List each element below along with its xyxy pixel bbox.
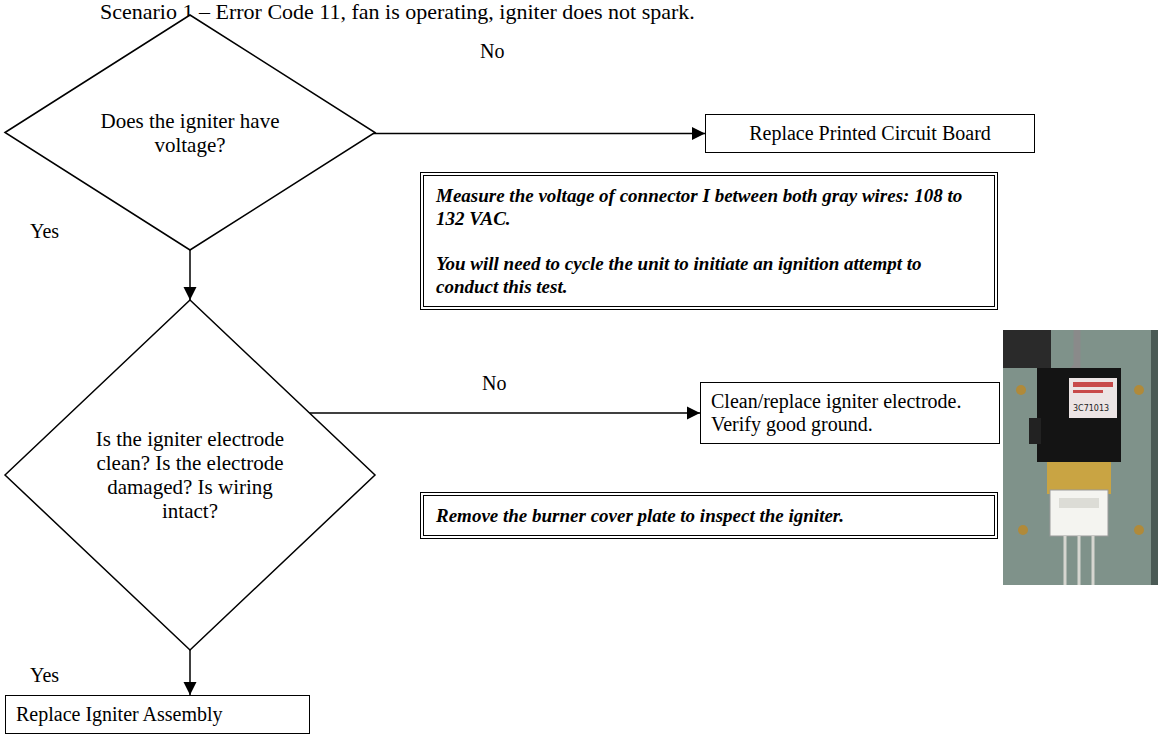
note-box: Measure the voltage of connector I betwe… [420,172,998,310]
process-box: Replace Igniter Assembly [5,695,310,734]
node-text: Clean/replace igniter electrode. Verify … [711,390,989,436]
edge-label: Yes [28,664,61,686]
node-text: Replace Igniter Assembly [16,703,299,726]
flow-arrow [373,133,705,135]
flow-arrow [189,250,191,300]
edge-label: Yes [28,220,61,242]
node-text: Does the igniter have voltage? [88,109,292,157]
node-text: Measure the voltage of connector I betwe… [436,184,982,230]
diamond-text: Does the igniter have voltage? [88,109,292,157]
process-box: Clean/replace igniter electrode. Verify … [700,382,1000,444]
node-text: Is the igniter electrode clean? Is the e… [88,427,292,523]
edge-label: No [480,372,508,394]
igniter-photo [1003,330,1158,585]
node-text: You will need to cycle the unit to initi… [436,252,982,298]
decision-diamond: Does the igniter have voltage? [5,15,375,250]
node-text: Remove the burner cover plate to inspect… [436,504,982,527]
diamond-text: Is the igniter electrode clean? Is the e… [88,427,292,523]
edge-label: No [478,40,506,62]
note-box: Remove the burner cover plate to inspect… [420,492,998,539]
node-text: Replace Printed Circuit Board [716,122,1024,145]
process-box: Replace Printed Circuit Board [705,114,1035,153]
flow-arrow [309,412,700,414]
photo-label: 3C71013 [1072,404,1110,413]
flow-arrow [189,650,191,695]
diamond-shape [5,300,375,650]
diamond-shape [5,15,375,250]
decision-diamond: Is the igniter electrode clean? Is the e… [5,300,375,650]
